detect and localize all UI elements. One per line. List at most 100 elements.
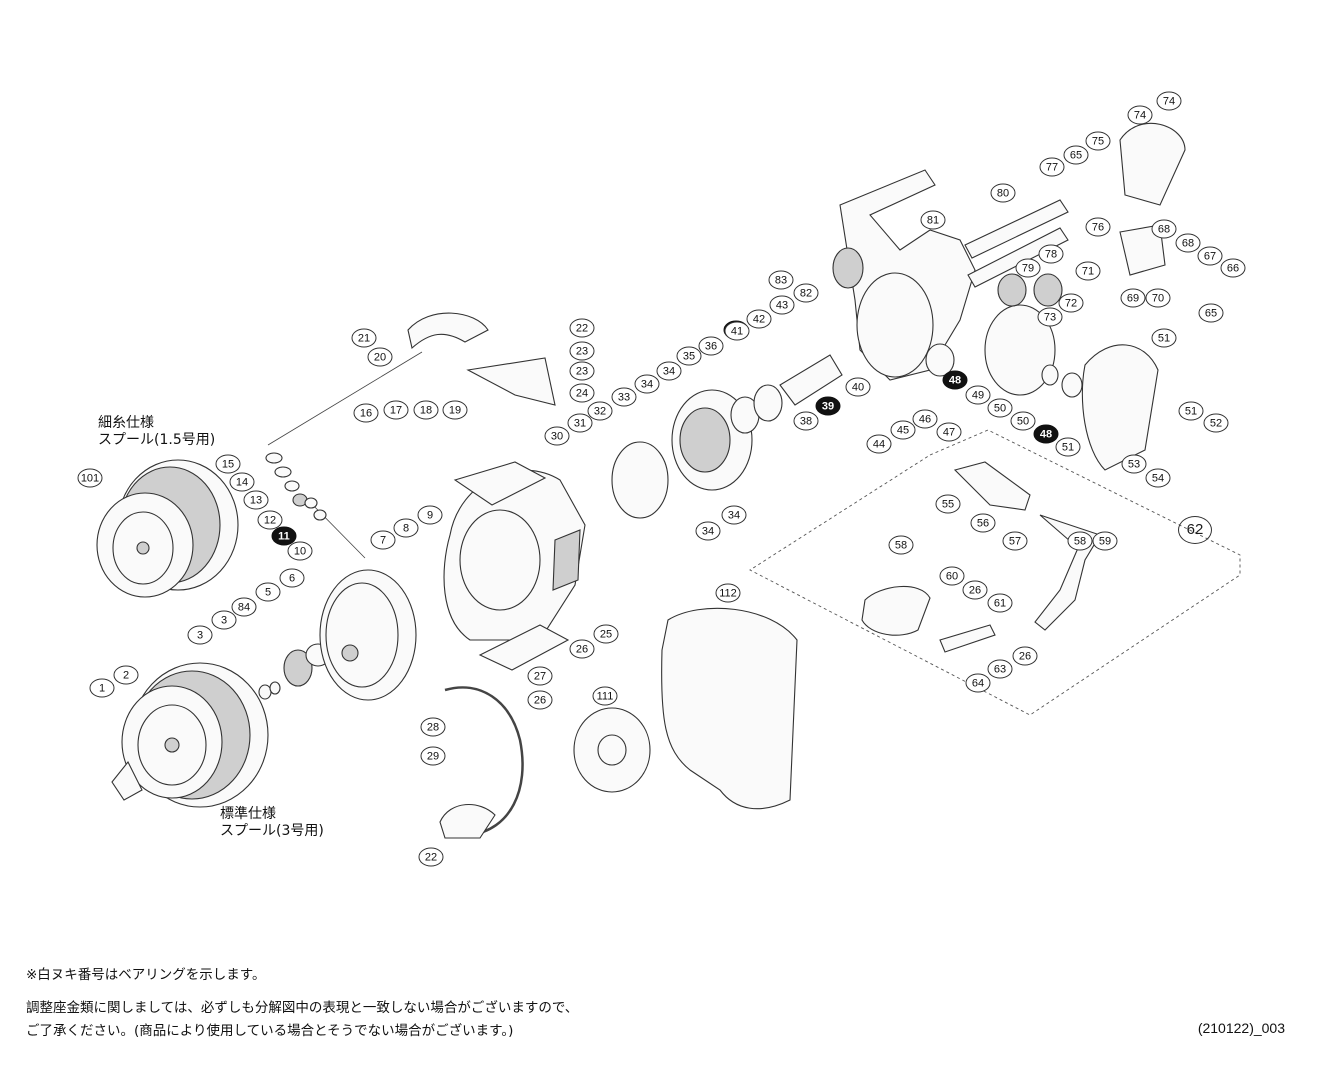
callout-number: 60 <box>946 571 958 583</box>
callout-number: 49 <box>972 390 984 402</box>
callout-number: 65 <box>1205 308 1217 320</box>
callout-43: 43 <box>769 295 795 315</box>
callout-number: 59 <box>1099 536 1111 548</box>
callout-55: 55 <box>935 494 961 514</box>
callout-34: 34 <box>695 521 721 541</box>
standard-spool-title: 標準仕様 <box>220 806 276 822</box>
callout-60: 60 <box>939 566 965 586</box>
callout-number: 8 <box>403 523 409 535</box>
callout-72: 72 <box>1058 293 1084 313</box>
callout-13: 13 <box>243 490 269 510</box>
callout-number: 48 <box>1040 429 1052 441</box>
callout-49: 49 <box>965 385 991 405</box>
callout-63: 63 <box>987 659 1013 679</box>
callout-number: 77 <box>1046 162 1058 174</box>
callout-51: 51 <box>1055 437 1081 457</box>
callout-number: 10 <box>294 546 306 558</box>
callout-number: 23 <box>576 346 588 358</box>
callout-number: 70 <box>1152 293 1164 305</box>
callout-70: 70 <box>1145 288 1171 308</box>
callout-number: 27 <box>534 671 546 683</box>
callout-number: 51 <box>1062 442 1074 454</box>
callout-68: 68 <box>1175 233 1201 253</box>
callout-77: 77 <box>1039 157 1065 177</box>
callout-number: 3 <box>197 630 203 642</box>
standard-spool-label: スプール(3号用) <box>220 823 324 839</box>
callout-38: 38 <box>793 411 819 431</box>
callout-17: 17 <box>383 400 409 420</box>
callout-number: 47 <box>943 427 955 439</box>
callout-number: 2 <box>123 670 129 682</box>
bail-arm-drawing <box>407 312 556 839</box>
callout-9: 9 <box>417 505 443 525</box>
callout-23: 23 <box>569 341 595 361</box>
callout-65: 65 <box>1198 303 1224 323</box>
callout-number: 53 <box>1128 459 1140 471</box>
callout-1: 1 <box>89 678 115 698</box>
callout-34: 34 <box>656 361 682 381</box>
callout-46: 46 <box>912 409 938 429</box>
callout-number: 17 <box>390 405 402 417</box>
callout-number: 7 <box>380 535 386 547</box>
callout-31: 31 <box>567 413 593 433</box>
callout-26: 26 <box>1012 646 1038 666</box>
callout-number: 65 <box>1070 150 1082 162</box>
callout-number: 44 <box>873 439 885 451</box>
callout-number: 6 <box>289 573 295 585</box>
callout-number: 68 <box>1182 238 1194 250</box>
callout-number: 40 <box>852 382 864 394</box>
callout-number: 35 <box>683 351 695 363</box>
callout-number: 32 <box>594 406 606 418</box>
callout-number: 34 <box>641 379 653 391</box>
callout-number: 1 <box>99 683 105 695</box>
callout-68: 68 <box>1151 219 1177 239</box>
callout-29: 29 <box>420 746 446 766</box>
callout-number: 66 <box>1227 263 1239 275</box>
callout-12: 12 <box>257 510 283 530</box>
callout-number: 11 <box>278 531 290 543</box>
callout-33: 33 <box>611 387 637 407</box>
callout-26: 26 <box>569 639 595 659</box>
callout-111: 111 <box>592 686 618 706</box>
callout-50: 50 <box>987 398 1013 418</box>
fine-line-title: 細糸仕様 <box>98 415 154 431</box>
callout-number: 64 <box>972 678 984 690</box>
callout-number: 21 <box>358 333 370 345</box>
callout-51: 51 <box>1151 328 1177 348</box>
callout-number: 28 <box>427 722 439 734</box>
callout-number: 69 <box>1127 293 1139 305</box>
callout-25: 25 <box>593 624 619 644</box>
callout-82: 82 <box>793 283 819 303</box>
callout-number: 39 <box>822 401 834 413</box>
callout-22: 22 <box>569 318 595 338</box>
callout-42: 42 <box>746 309 772 329</box>
callout-number: 54 <box>1152 473 1164 485</box>
callout-number: 82 <box>800 288 812 300</box>
callout-number: 74 <box>1134 110 1146 122</box>
callout-number: 84 <box>238 602 250 614</box>
callout-73: 73 <box>1037 307 1063 327</box>
callout-58: 58 <box>888 535 914 555</box>
callout-number: 80 <box>997 188 1009 200</box>
callout-number: 68 <box>1158 224 1170 236</box>
gearbox-drawing <box>832 122 1186 471</box>
callout-8: 8 <box>393 518 419 538</box>
callout-23: 23 <box>569 361 595 381</box>
callout-number: 15 <box>222 459 234 471</box>
callout-54: 54 <box>1145 468 1171 488</box>
callout-number: 81 <box>927 215 939 227</box>
callout-number: 61 <box>994 598 1006 610</box>
group-badge-62: 62 <box>1178 516 1212 544</box>
adjustment-note-line-1: 調整座金類に関しましては、必ずしも分解図中の表現と一致しない場合がございますので… <box>26 1000 579 1016</box>
callout-18: 18 <box>413 400 439 420</box>
callout-39-bearing: 39 <box>815 396 841 416</box>
callout-84: 84 <box>231 597 257 617</box>
callout-number: 45 <box>897 425 909 437</box>
callout-2: 2 <box>113 665 139 685</box>
callout-10: 10 <box>287 541 313 561</box>
bearing-note: ※白ヌキ番号はベアリングを示します。 <box>26 967 266 983</box>
callout-number: 25 <box>600 629 612 641</box>
callout-number: 42 <box>753 314 765 326</box>
callout-14: 14 <box>229 472 255 492</box>
spool-band-and-pouch-drawing <box>573 607 798 810</box>
